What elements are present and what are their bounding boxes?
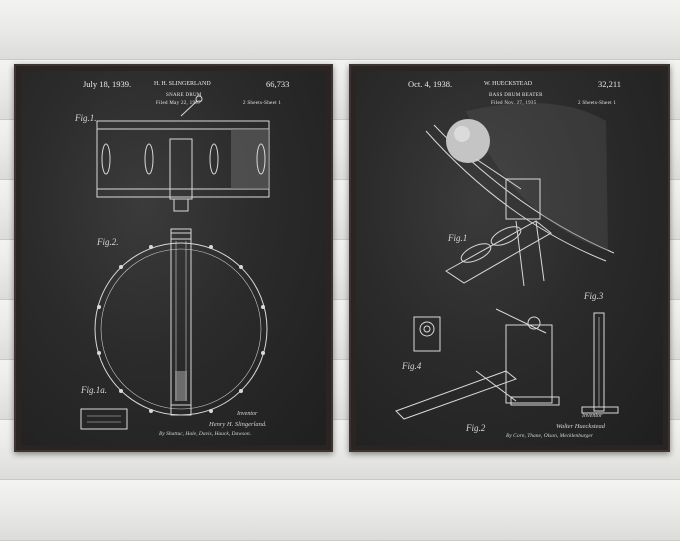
left-attorney-line: By Shattuc, Hale, Davis, Hauck, Dawson. bbox=[159, 431, 251, 437]
right-fig3-label: Fig.3 bbox=[584, 291, 604, 301]
right-poster-frame: Oct. 4, 1938. W. HUECKSTEAD 32,211 BASS … bbox=[349, 64, 670, 452]
left-sheets: 2 Sheets-Sheet 1 bbox=[243, 101, 282, 106]
left-patent-date: July 18, 1939. bbox=[83, 79, 132, 89]
right-patent-number: 32,211 bbox=[598, 79, 622, 89]
left-patent-title: SNARE DRUM bbox=[166, 93, 202, 98]
left-patent-number: 66,733 bbox=[266, 79, 290, 89]
right-fig1-label: Fig.1 bbox=[448, 233, 468, 243]
left-fig1-label: Fig.1. bbox=[75, 113, 97, 123]
left-fig2-label: Fig.2. bbox=[97, 237, 119, 247]
left-inventor-name: H. H. SLINGERLAND bbox=[154, 81, 211, 87]
right-inventor-label: Inventor bbox=[582, 413, 603, 419]
right-patent-title: BASS DRUM BEATER bbox=[489, 93, 543, 98]
wall-plank bbox=[0, 480, 680, 541]
right-chalkboard: Oct. 4, 1938. W. HUECKSTEAD 32,211 BASS … bbox=[356, 71, 663, 445]
right-inventor-signature: Walter Hueckstead bbox=[556, 423, 606, 430]
left-fig1a-label: Fig.1a. bbox=[81, 385, 107, 395]
bass-drum-beater-drawing bbox=[395, 103, 619, 420]
right-filed-date: Filed Nov. 27, 1935 bbox=[491, 101, 537, 106]
left-filed-date: Filed May 22, 1937 bbox=[156, 101, 201, 106]
left-poster-frame: July 18, 1939. H. H. SLINGERLAND 66,733 … bbox=[14, 64, 333, 452]
left-chalkboard: July 18, 1939. H. H. SLINGERLAND 66,733 … bbox=[21, 71, 326, 445]
left-inventor-label: Inventor bbox=[237, 411, 258, 417]
right-fig2-label: Fig.2 bbox=[466, 423, 486, 433]
right-sheets: 2 Sheets-Sheet 1 bbox=[578, 101, 617, 106]
left-inventor-signature: Henry H. Slingerland. bbox=[209, 421, 267, 428]
right-patent-date: Oct. 4, 1938. bbox=[408, 79, 453, 89]
wall-plank bbox=[0, 0, 680, 60]
snare-drum-drawing bbox=[80, 95, 270, 430]
right-attorney-line: By Corn, Thane, Olson, Mecklenburger bbox=[506, 433, 594, 439]
right-inventor-name: W. HUECKSTEAD bbox=[484, 81, 533, 87]
right-fig4-label: Fig.4 bbox=[402, 361, 422, 371]
